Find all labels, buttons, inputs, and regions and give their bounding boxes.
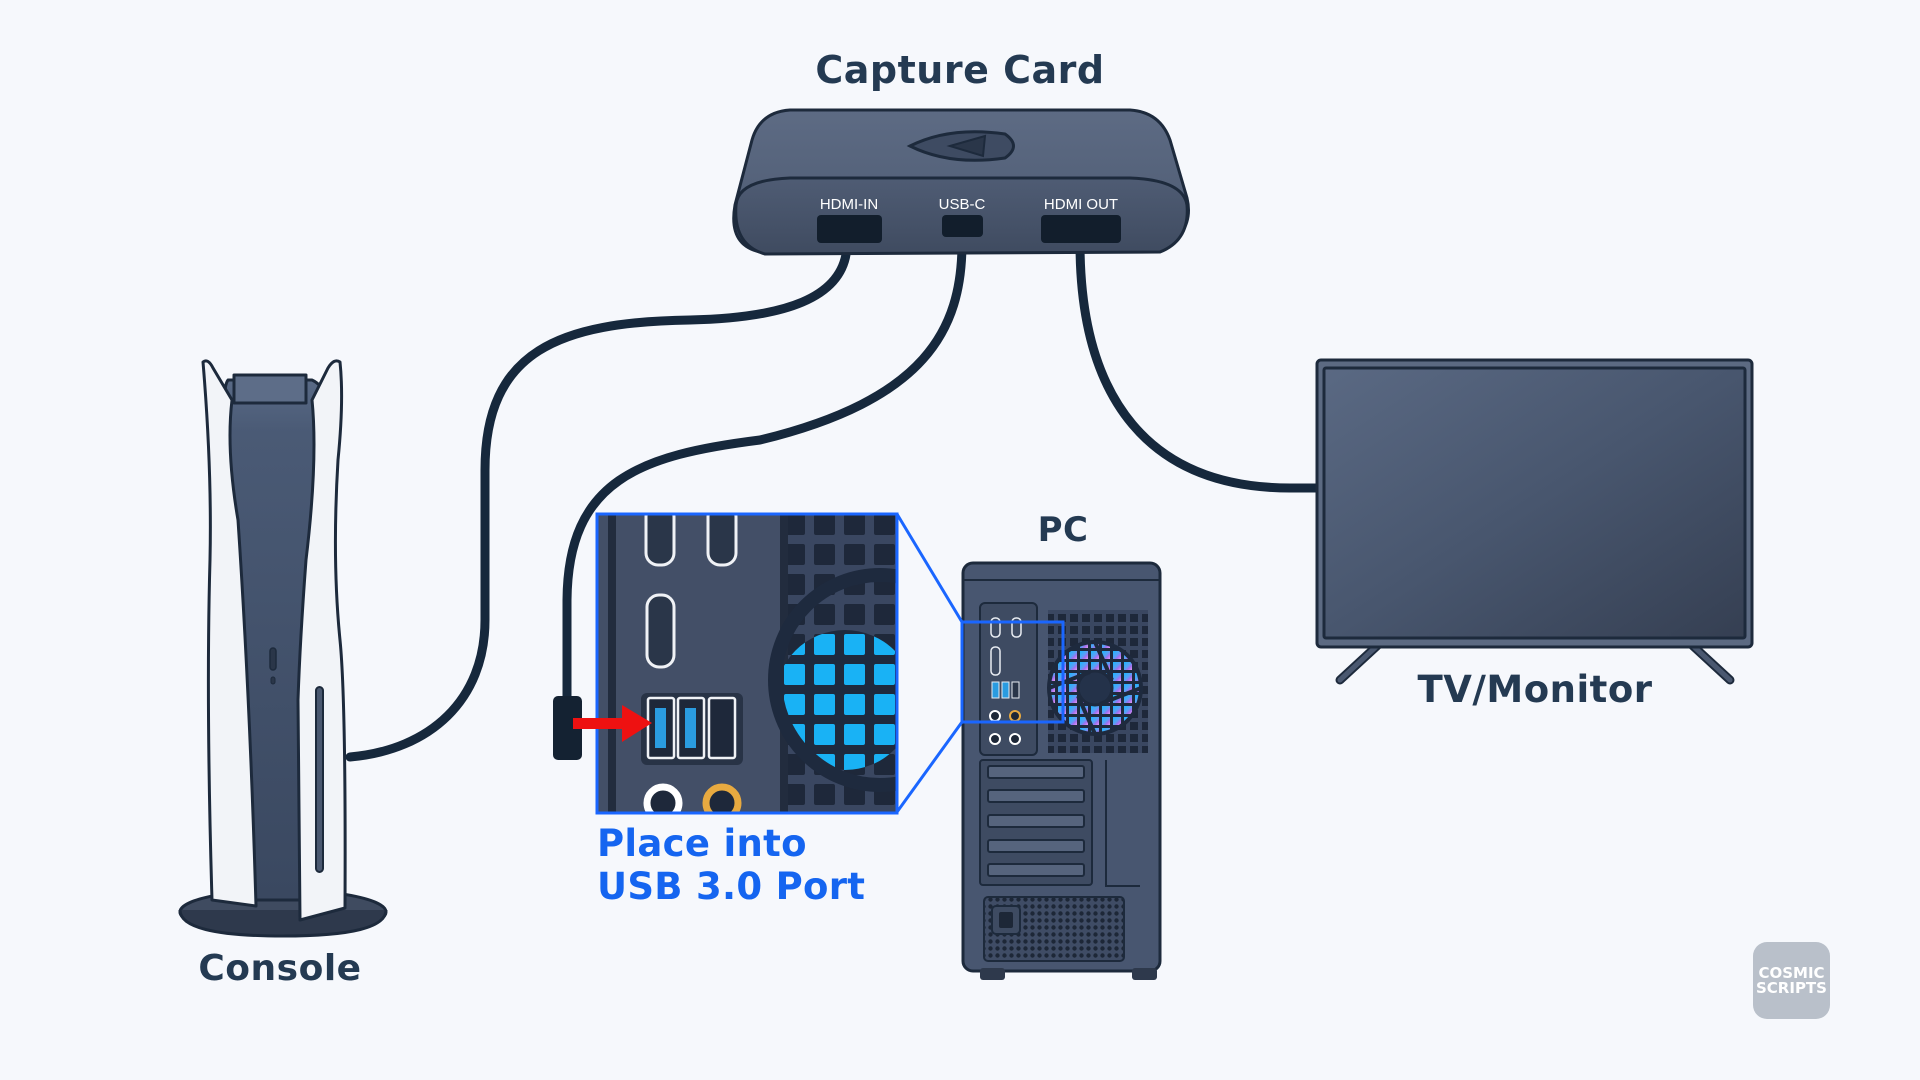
usb-callout: Place into USB 3.0 Port	[597, 822, 865, 908]
cables	[345, 238, 1323, 762]
capture-card-label: Capture Card	[0, 48, 1920, 92]
console-label: Console	[198, 948, 362, 989]
cable-usb-c	[562, 238, 967, 705]
arrow-icon	[573, 705, 652, 742]
pc-io-panel	[979, 602, 1038, 756]
tv-monitor	[1315, 358, 1754, 685]
port-label-hdmi-out: HDMI OUT	[1044, 196, 1118, 213]
capture-card-logo-icon	[906, 130, 1015, 162]
pc-label: PC	[1037, 510, 1089, 550]
tv-monitor-label: TV/Monitor	[1417, 668, 1653, 711]
cable-hdmi-out	[1075, 238, 1323, 493]
tv-screen	[1322, 366, 1747, 640]
port-hdmi-in	[817, 215, 882, 243]
zoom-indicator	[895, 513, 1065, 813]
port-hdmi-out	[1041, 215, 1121, 243]
watermark-line-1: COSMIC	[1758, 963, 1825, 982]
console-right-panel	[296, 359, 347, 922]
cable-hdmi-in	[345, 238, 852, 762]
usb-plug	[553, 696, 582, 760]
callout-line-1: Place into	[597, 822, 807, 865]
usb-port-3	[707, 696, 737, 760]
console-left-panel	[201, 359, 258, 908]
pc-tower	[961, 561, 1162, 980]
watermark-logo: COSMIC SCRIPTS	[1753, 942, 1830, 1019]
capture-card: HDMI-IN USB-C HDMI OUT	[732, 108, 1190, 256]
pc-expansion-slots	[979, 759, 1093, 886]
port-usb-c	[942, 215, 983, 237]
callout-line-2: USB 3.0 Port	[597, 865, 866, 908]
port-label-hdmi-in: HDMI-IN	[820, 196, 878, 213]
port-label-usb-c: USB-C	[939, 196, 986, 213]
watermark-line-2: SCRIPTS	[1756, 978, 1827, 997]
console	[178, 359, 388, 938]
inset-border	[595, 512, 899, 815]
usb-port-inset	[598, 515, 896, 812]
capture-card-title: Capture Card	[815, 48, 1105, 92]
